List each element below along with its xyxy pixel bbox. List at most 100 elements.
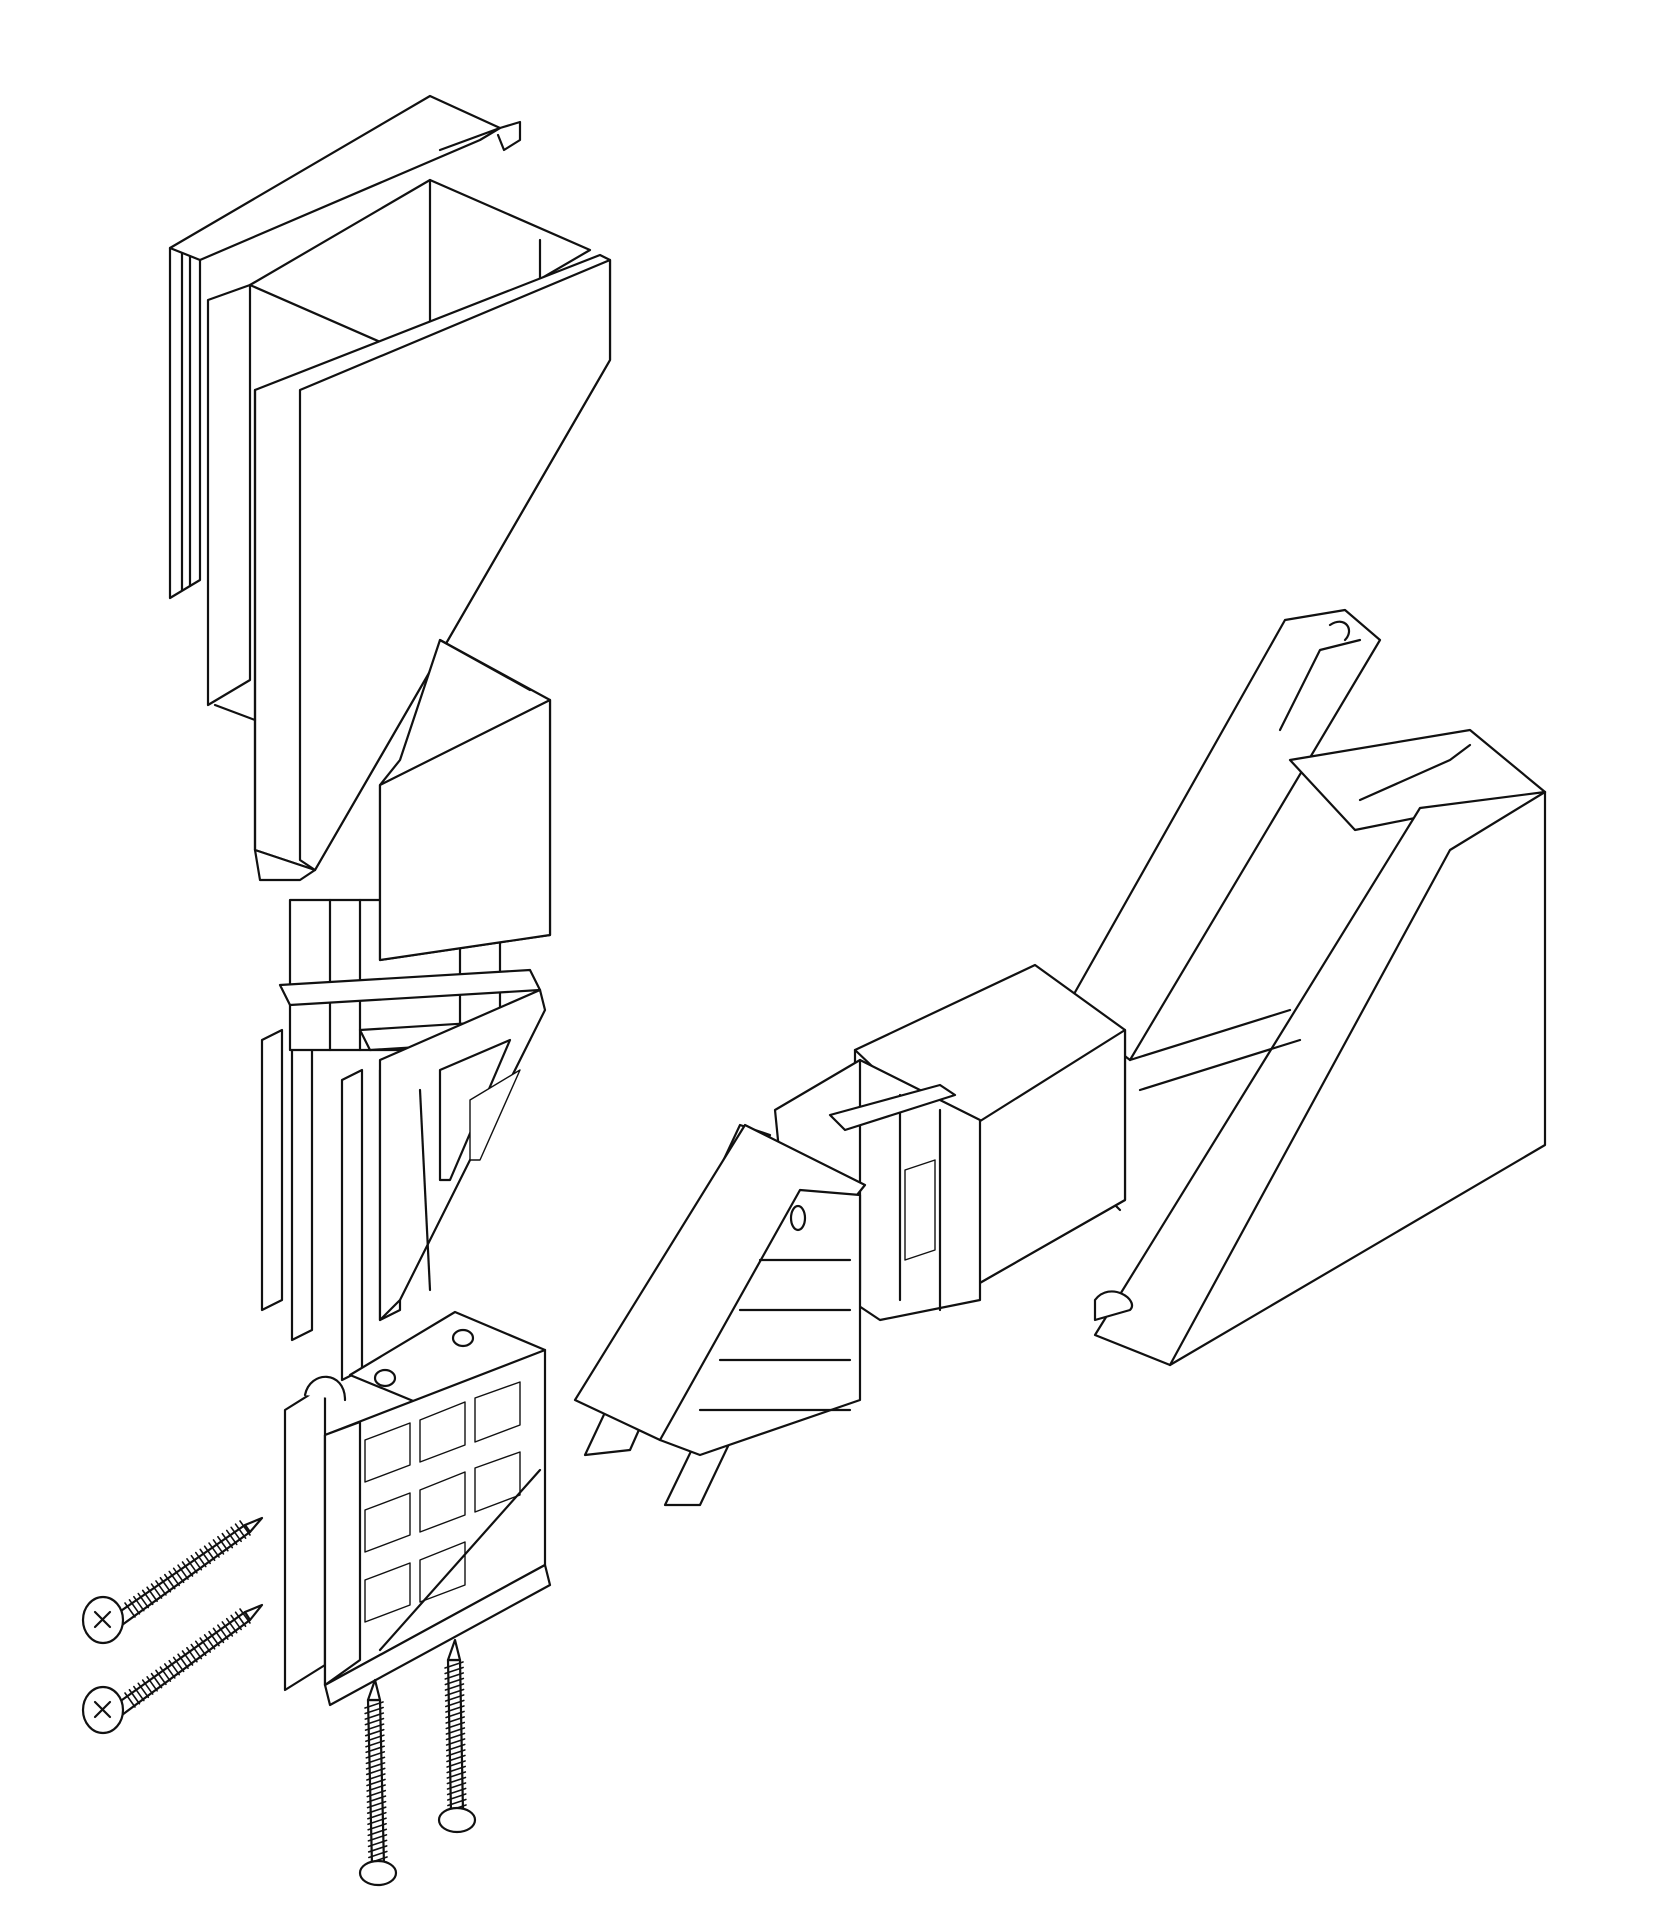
upper-vertical-profile [170, 96, 610, 880]
thread-line [240, 1609, 250, 1623]
thread-line [147, 1587, 157, 1601]
thread-line [367, 1774, 385, 1780]
thread-line [365, 1702, 383, 1708]
thread-line [178, 1654, 188, 1668]
thread-line [447, 1778, 465, 1784]
vertical-screw-2 [439, 1640, 475, 1832]
thread-line [368, 1829, 386, 1835]
thread-line [231, 1527, 241, 1541]
thread-line [447, 1772, 465, 1778]
thread-line [445, 1673, 463, 1679]
thread-line [366, 1735, 384, 1741]
screw-thread [365, 1702, 387, 1863]
thread-line [446, 1706, 464, 1712]
thread-line [446, 1728, 464, 1734]
thread-line [200, 1638, 210, 1652]
thread-line [446, 1723, 464, 1729]
vertical-screw-1 [360, 1680, 396, 1885]
horizontal-screw-2 [83, 1605, 262, 1733]
thread-line [187, 1648, 197, 1662]
thread-line [178, 1565, 188, 1579]
thread-line [143, 1590, 153, 1604]
screw-thread [125, 1609, 250, 1707]
thread-line [138, 1683, 148, 1697]
thread-line [222, 1534, 232, 1548]
thread-line [447, 1761, 465, 1767]
thread-line [196, 1641, 206, 1655]
thread-line [445, 1684, 463, 1690]
thread-line [236, 1524, 246, 1538]
thread-line [365, 1713, 383, 1719]
thread-line [218, 1625, 228, 1639]
thread-line [134, 1687, 144, 1701]
thread-line [365, 1708, 383, 1714]
upper-corner-connector [262, 900, 545, 1380]
thread-line [143, 1680, 153, 1694]
horizontal-profile [1065, 610, 1545, 1365]
thread-line [447, 1756, 465, 1762]
thread-line [445, 1662, 463, 1668]
thread-line [169, 1571, 179, 1585]
thread-line [174, 1568, 184, 1582]
thread-line [367, 1763, 385, 1769]
thread-line [227, 1619, 237, 1633]
thread-line [369, 1846, 387, 1852]
thread-line [366, 1730, 384, 1736]
thread-line [448, 1783, 466, 1789]
thread-line [200, 1549, 210, 1563]
thread-line [152, 1674, 162, 1688]
thread-line [367, 1796, 385, 1802]
thread-line [169, 1661, 179, 1675]
thread-line [366, 1752, 384, 1758]
thread-line [447, 1734, 465, 1740]
thread-line [447, 1739, 465, 1745]
thread-line [447, 1750, 465, 1756]
thread-line [366, 1746, 384, 1752]
thread-line [191, 1645, 201, 1659]
thread-line [152, 1584, 162, 1598]
upper-connector-tube [380, 640, 550, 960]
screw-thread [125, 1521, 250, 1617]
thread-line [446, 1690, 464, 1696]
thread-line [183, 1562, 193, 1576]
thread-line [369, 1851, 387, 1857]
thread-line [222, 1622, 232, 1636]
thread-line [209, 1632, 219, 1646]
thread-line [367, 1768, 385, 1774]
thread-line [236, 1612, 246, 1626]
thread-line [156, 1670, 166, 1684]
thread-line [165, 1664, 175, 1678]
thread-line [368, 1818, 386, 1824]
thread-line [368, 1824, 386, 1830]
thread-line [227, 1530, 237, 1544]
thread-line [205, 1635, 215, 1649]
thread-line [209, 1543, 219, 1557]
thread-line [147, 1677, 157, 1691]
thread-line [368, 1835, 386, 1841]
mounting-bracket [285, 1312, 550, 1705]
thread-line [367, 1780, 385, 1786]
thread-line [174, 1657, 184, 1671]
thread-line [125, 1603, 135, 1617]
thread-line [447, 1767, 465, 1773]
thread-line [138, 1594, 148, 1608]
thread-line [160, 1667, 170, 1681]
thread-line [191, 1556, 201, 1570]
thread-line [231, 1615, 241, 1629]
thread-line [446, 1701, 464, 1707]
thread-line [218, 1537, 228, 1551]
thread-line [367, 1791, 385, 1797]
thread-line [448, 1789, 466, 1795]
thread-line [129, 1600, 139, 1614]
thread-line [240, 1521, 250, 1535]
thread-line [367, 1785, 385, 1791]
thread-line [446, 1712, 464, 1718]
thread-line [448, 1794, 466, 1800]
thread-line [366, 1741, 384, 1747]
thread-line [445, 1679, 463, 1685]
thread-line [448, 1800, 466, 1806]
thread-line [183, 1651, 193, 1665]
thread-line [213, 1628, 223, 1642]
thread-line [187, 1559, 197, 1573]
